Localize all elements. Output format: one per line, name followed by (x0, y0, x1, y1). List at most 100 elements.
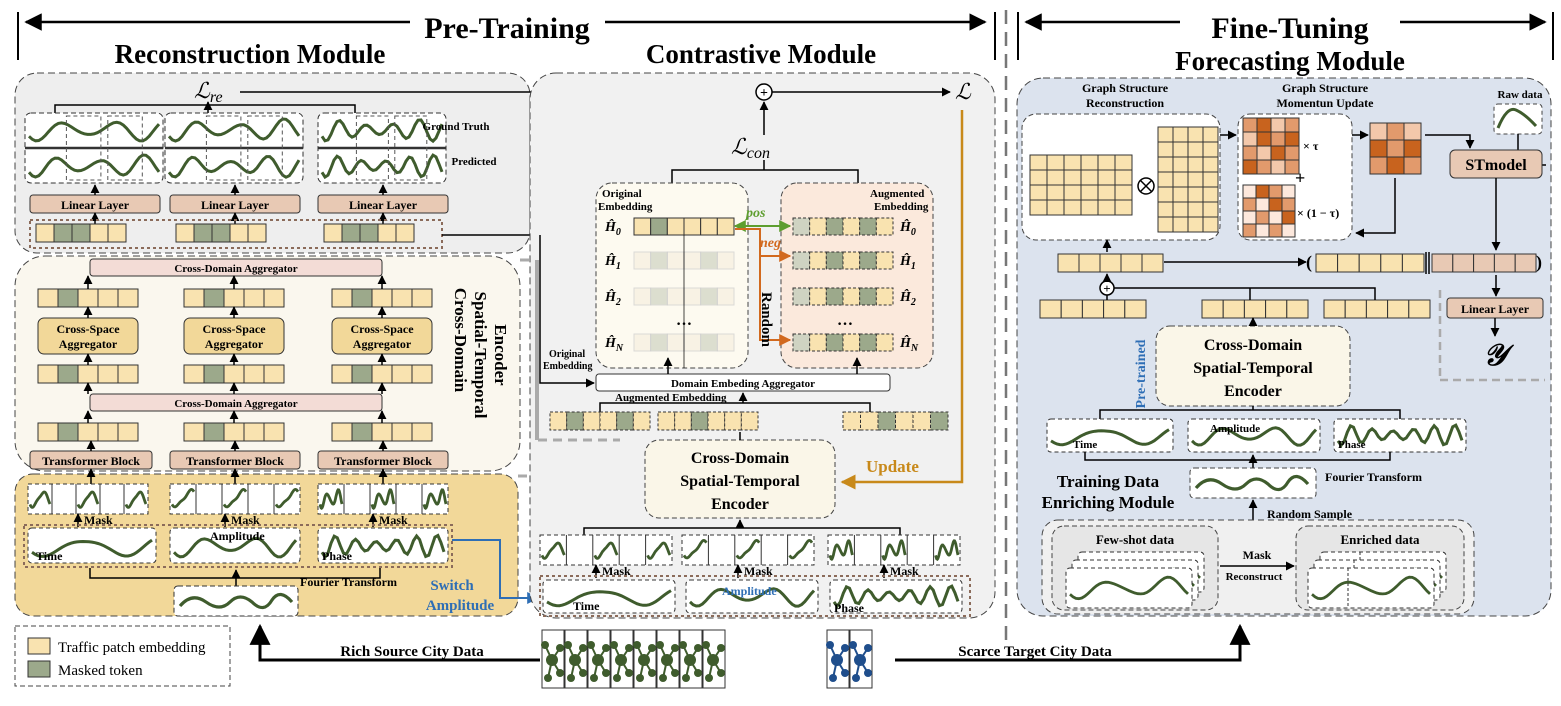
source-graph-node (671, 644, 679, 652)
pos-label: pos (745, 206, 766, 221)
original-faded-token (700, 333, 718, 352)
enc-mid-token (223, 364, 245, 384)
aug-row-2-token (740, 411, 759, 431)
source-graph-node (679, 641, 687, 649)
cross-space-label: Aggregator (205, 337, 264, 351)
switch-label-2: Amplitude (426, 598, 495, 614)
augmented-token (859, 251, 877, 270)
c-masked-series-box (539, 534, 673, 566)
original-faded-token (716, 333, 735, 352)
svg-text:Augmented: Augmented (870, 188, 924, 200)
finetuning-heading: Fine-Tuning (1211, 12, 1368, 45)
few-shot-series-card (1065, 567, 1193, 609)
original-faded-token (650, 251, 668, 270)
source-graph-node (546, 654, 558, 666)
matrix-a-cell (1080, 199, 1099, 216)
original-faded-token (716, 287, 735, 306)
cross-space-label: Cross-Space (350, 322, 414, 336)
matrix-updated-cell (1403, 122, 1422, 141)
domain-embedding-aggregator (595, 373, 891, 392)
aug-row-2-token (674, 411, 692, 431)
augmented-token (792, 217, 811, 236)
decomp-wave (31, 538, 153, 558)
enc-mid-token (77, 364, 99, 384)
scarce-target-label: Scarce Target City Data (958, 644, 1112, 660)
ground-truth-label: Ground Truth (423, 121, 490, 133)
ft-row-top-token (1057, 253, 1080, 273)
original-faded-token (700, 251, 718, 270)
matrix-a-cell (1097, 169, 1116, 186)
enriching-label-1: Training Data (1057, 472, 1160, 491)
ft-decomp-wave (1190, 426, 1318, 447)
matrix-a-cell (1063, 169, 1082, 186)
matrix-b-cell (1172, 201, 1189, 218)
city-data: Rich Source City Data Scarce Target City… (249, 623, 1251, 689)
enc-mid-token (37, 364, 59, 384)
enc-mid-token (371, 364, 393, 384)
encoder-region (14, 255, 521, 472)
masked-segment-wave (370, 488, 396, 510)
augmented-token (875, 287, 894, 306)
matrix-a-cell (1114, 199, 1133, 216)
loss-con: ℒcon (731, 134, 770, 162)
enc-top-token (391, 288, 413, 308)
matrix-b-cell (1202, 171, 1219, 188)
masked-segment-wave (422, 488, 448, 510)
matrix-new-cell (1242, 223, 1257, 238)
ft-row-mid-3-token (1323, 299, 1346, 319)
matrix-updated-cell (1403, 156, 1422, 175)
enriching-label-2: Enriching Module (1042, 493, 1175, 512)
masked-segment-wave (28, 490, 52, 509)
matrix-a-cell (1114, 154, 1133, 171)
enc-mid-token (411, 364, 433, 384)
random-label: Random (758, 292, 774, 348)
decomp-wave (320, 533, 446, 560)
enc-bottom-token (351, 422, 373, 442)
matrix-b-cell (1172, 216, 1189, 233)
enc-bottom-token (223, 422, 245, 442)
c-mask-label: Mask (744, 564, 773, 578)
time-label: Time (36, 549, 63, 563)
ft-row-mid-2-token (1243, 299, 1267, 319)
svg-text:Embedding: Embedding (543, 361, 592, 372)
enc-bottom-token (331, 422, 353, 442)
matrix-b-cell (1157, 156, 1174, 173)
svg-text:Mask: Mask (1243, 548, 1272, 562)
aug-row-2-token (690, 411, 709, 431)
source-graph-node (705, 674, 713, 682)
matrix-b-cell (1202, 201, 1219, 218)
enc-top-token (411, 288, 433, 308)
ft-time-label: Time (1073, 439, 1097, 451)
update-arrow (840, 110, 964, 490)
matrix-prev-cell (1256, 145, 1272, 161)
enc-top-token (263, 288, 285, 308)
source-graph-node (544, 674, 552, 682)
ft-row-top-token (1099, 253, 1122, 273)
source-graph-node (564, 641, 572, 649)
enc-top-token (223, 288, 245, 308)
svg-text:Momentun Update: Momentun Update (1276, 96, 1374, 110)
original-h0-token (683, 217, 702, 236)
augmented-token (825, 333, 844, 352)
enc-top-token (243, 288, 265, 308)
finetuning-token-rows (1039, 252, 1537, 319)
ft-concat-left-token (1380, 253, 1403, 273)
svg-text:Graph Structure: Graph Structure (1282, 81, 1369, 95)
source-graph-node (590, 674, 598, 682)
augmented-token (809, 333, 827, 352)
mask-window (65, 115, 102, 181)
source-graph-node (694, 644, 702, 652)
augmented-h-index: N (910, 343, 919, 354)
mask-window (247, 115, 283, 181)
matrix-a-cell (1046, 199, 1065, 216)
source-graph-node (633, 641, 641, 649)
decomp-box (169, 527, 301, 564)
svg-text:STmodel: STmodel (1465, 157, 1527, 174)
matrix-b-cell (1187, 186, 1204, 203)
raw-data-label: Raw data (1498, 89, 1543, 101)
